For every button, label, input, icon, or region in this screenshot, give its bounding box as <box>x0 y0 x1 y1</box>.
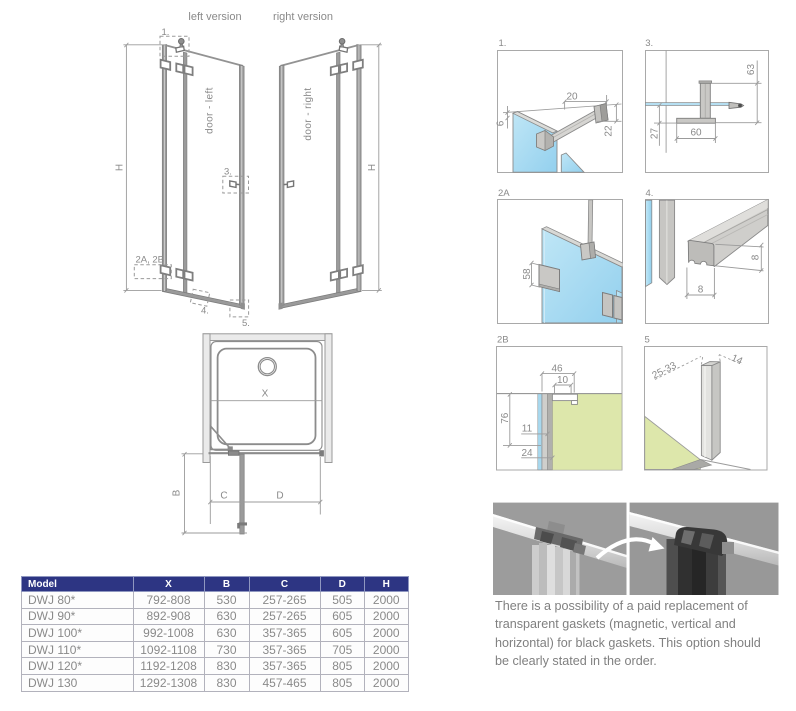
svg-text:5.: 5. <box>242 318 250 329</box>
svg-text:3.: 3. <box>645 38 653 49</box>
svg-text:27: 27 <box>649 128 660 140</box>
svg-text:5: 5 <box>645 335 650 346</box>
svg-text:4.: 4. <box>201 306 209 317</box>
svg-text:20: 20 <box>566 92 578 103</box>
svg-text:H: H <box>115 164 126 171</box>
svg-text:H: H <box>367 164 378 171</box>
svg-text:door - left: door - left <box>205 87 216 134</box>
svg-text:60: 60 <box>690 128 702 139</box>
svg-text:left version: left version <box>188 11 241 23</box>
svg-text:C: C <box>220 491 227 502</box>
svg-text:D: D <box>276 491 283 502</box>
svg-text:58: 58 <box>522 268 533 280</box>
svg-text:25-33: 25-33 <box>651 360 679 381</box>
svg-text:B: B <box>172 489 183 496</box>
svg-text:10: 10 <box>557 375 569 386</box>
svg-text:22: 22 <box>604 125 615 137</box>
svg-text:63: 63 <box>746 64 757 76</box>
svg-text:14: 14 <box>729 353 744 368</box>
svg-text:46: 46 <box>551 364 563 375</box>
svg-text:1.: 1. <box>162 27 170 38</box>
svg-text:6: 6 <box>496 120 507 126</box>
svg-text:4.: 4. <box>646 188 654 199</box>
svg-text:11: 11 <box>522 424 533 435</box>
svg-text:2A, 2B: 2A, 2B <box>136 254 165 265</box>
svg-text:24: 24 <box>521 448 533 459</box>
svg-text:right version: right version <box>273 11 333 23</box>
svg-text:2B: 2B <box>497 335 509 346</box>
svg-text:door - right: door - right <box>303 87 314 140</box>
svg-text:76: 76 <box>500 412 511 424</box>
svg-text:1.: 1. <box>499 38 507 49</box>
svg-text:2A: 2A <box>498 188 510 199</box>
svg-text:3.: 3. <box>224 167 232 178</box>
svg-text:X: X <box>262 389 269 400</box>
svg-text:8: 8 <box>751 254 762 260</box>
svg-text:8: 8 <box>698 285 704 296</box>
